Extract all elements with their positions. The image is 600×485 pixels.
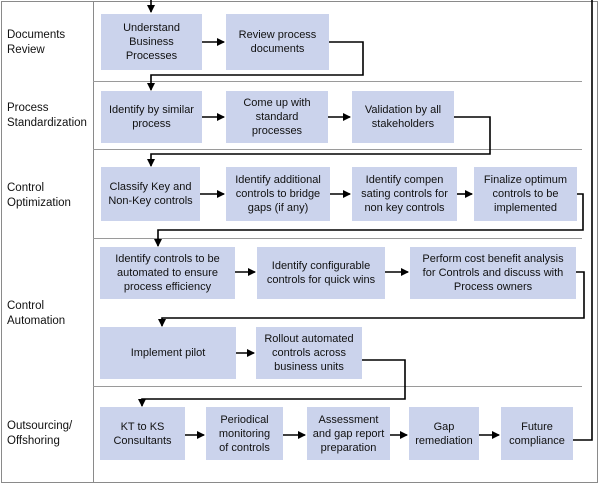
- stage-label-outsourcing-offshoring: Outsourcing/ Offshoring: [7, 420, 73, 447]
- stage-label-control-optimization: Control Optimization: [7, 182, 71, 209]
- step-rollout-automated-controls: Rollout automated controls across busine…: [256, 327, 362, 379]
- arrow: [573, 0, 593, 441]
- step-identify-configurable-controls: Identify configurable controls for quick…: [257, 247, 385, 299]
- step-assessment-gap-report: Assessment and gap report preparation: [307, 407, 390, 460]
- arrow: [147, 41, 364, 91]
- step-identify-by-similar-process: Identify by similar process: [101, 91, 202, 143]
- step-identify-compensating-controls: Identify compen sating controls for non …: [352, 167, 457, 221]
- step-understand-business-processes: Understand Business Processes: [101, 14, 202, 70]
- step-review-process-documents: Review process documents: [226, 14, 329, 70]
- step-identify-additional-controls: Identify additional controls to bridge g…: [226, 167, 330, 221]
- step-gap-remediation: Gap remediation: [409, 407, 479, 460]
- stage-label-control-automation: Control Automation: [7, 300, 66, 327]
- arrow: [147, 116, 491, 167]
- step-identify-controls-to-automate: Identify controls to be automated to ens…: [100, 247, 235, 299]
- step-classify-key-controls: Classify Key and Non-Key controls: [101, 167, 200, 221]
- step-implement-pilot: Implement pilot: [100, 327, 236, 379]
- step-validation-by-stakeholders: Validation by all stakeholders: [352, 91, 454, 143]
- step-future-compliance: Future compliance: [501, 407, 573, 460]
- step-finalize-optimum-controls: Finalize optimum controls to be implemen…: [474, 167, 577, 221]
- arrow: [154, 193, 584, 247]
- stage-label-documents-review: Documents Review: [7, 29, 66, 56]
- step-come-up-with-standard-processes: Come up with standard processes: [226, 91, 328, 143]
- step-cost-benefit-analysis: Perform cost benefit analysis for Contro…: [410, 247, 576, 299]
- stage-label-process-standardization: Process Standardization: [7, 102, 87, 129]
- arrow: [138, 359, 406, 407]
- step-kt-to-ks-consultants: KT to KS Consultants: [100, 407, 185, 460]
- arrow: [158, 271, 585, 327]
- step-periodical-monitoring: Periodical monitoring of controls: [206, 407, 283, 460]
